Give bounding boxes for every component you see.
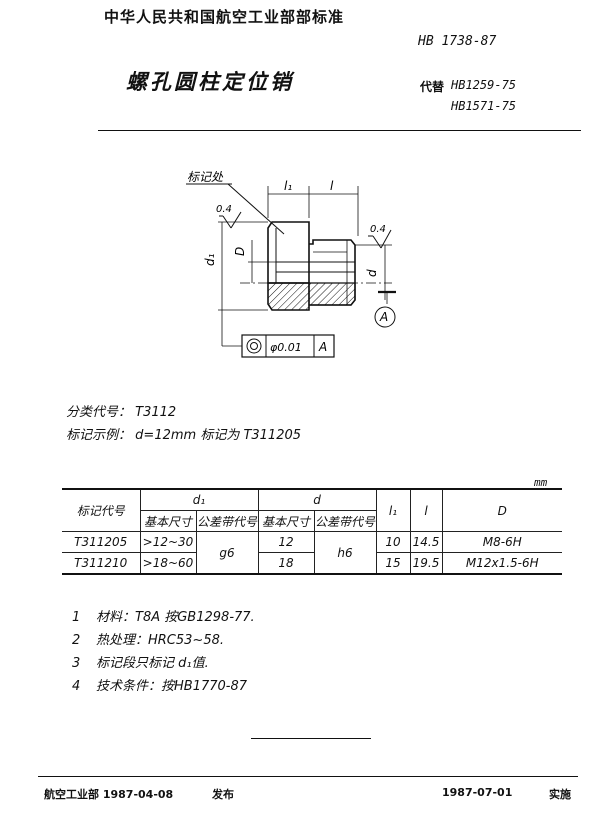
cell-d1-basic: >12~30 <box>139 531 197 553</box>
header-d: d <box>257 489 377 511</box>
dim-l-label: l <box>330 179 334 193</box>
cell-d-basic: 18 <box>257 552 315 574</box>
shank-section <box>308 282 356 306</box>
svg-text:φ0.01: φ0.01 <box>270 341 302 354</box>
dim-d1-label: d₁ <box>203 253 217 266</box>
footer-rule <box>38 776 578 777</box>
effective-date: 1987-07-01 <box>442 786 513 799</box>
replaced-standard: HB1571-75 <box>451 99 517 113</box>
document-title: 螺孔圆柱定位销 <box>126 70 294 94</box>
concentricity-icon <box>246 338 262 354</box>
table-header-row: 标记代号 d₁ d l₁ l D <box>62 489 562 532</box>
callout-label: 标记处 <box>187 170 224 184</box>
header-l: l <box>409 489 443 532</box>
issuing-authority: 中华人民共和国航空工业部部标准 <box>104 8 345 26</box>
svg-text:0.4: 0.4 <box>370 224 386 235</box>
datum-circle <box>374 306 396 328</box>
svg-text:0.4: 0.4 <box>216 204 232 215</box>
cell-l: 14.5 <box>409 531 443 553</box>
header-D: D <box>441 489 562 532</box>
end-rule <box>251 738 371 739</box>
issuer-date: 航空工业部 1987-04-08 <box>44 788 174 801</box>
dimension-table: 标记代号 d₁ d l₁ l D 基本尺寸 公差带代号 基本尺寸 公差带代号 T… <box>62 488 562 575</box>
header-tol-zone: 公差带代号 <box>195 510 259 532</box>
svg-text:A: A <box>318 340 327 354</box>
table-row: T311210 >18~60 18 15 19.5 M12x1.5-6H <box>62 552 562 574</box>
classification-value: T3112 <box>135 405 177 420</box>
table-row: T311205 >12~30 g6 12 h6 10 14.5 M8-6H <box>62 531 562 575</box>
cell-d1-tol: g6 <box>195 531 259 575</box>
replaces-label: 代替 <box>420 80 445 94</box>
effective-label: 实施 <box>549 788 571 801</box>
header-tol-zone: 公差带代号 <box>313 510 376 532</box>
header-d1: d₁ <box>139 489 259 511</box>
cell-l: 19.5 <box>409 552 443 574</box>
pin-drawing: 标记处 l₁ l d₁ D d A 0.4 0.4 <box>186 170 396 358</box>
header-basic-size: 基本尺寸 <box>257 510 315 532</box>
marking-example-line: 标记示例： d=12mm 标记为 T311205 <box>66 428 302 443</box>
tolerance-frame: φ0.01 A <box>241 334 335 358</box>
dim-d-label: d <box>365 269 379 277</box>
cell-D: M8-6H <box>441 531 562 553</box>
cell-d1-basic: >18~60 <box>139 552 197 574</box>
pin-head <box>267 221 310 284</box>
cell-d-tol: h6 <box>313 531 377 575</box>
classification-label: 分类代号 <box>66 405 119 420</box>
roughness-symbol: 0.4 <box>216 204 242 229</box>
issued-label: 发布 <box>212 788 234 801</box>
cell-mark: T311210 <box>62 552 141 574</box>
standard-number: HB 1738-87 <box>418 34 497 49</box>
marking-example-label: 标记示例 <box>66 428 119 443</box>
cell-d-basic: 12 <box>257 531 315 553</box>
classification-line: 分类代号： T3112 <box>66 405 177 420</box>
replaced-standard: HB1259-75 <box>451 78 517 92</box>
header-basic-size: 基本尺寸 <box>140 510 197 532</box>
cell-D: M12x1.5-6H <box>441 552 562 574</box>
cell-l1: 10 <box>375 531 411 553</box>
datum-letter: A <box>379 310 388 324</box>
roughness-symbol: 0.4 <box>368 224 392 249</box>
cell-mark: T311205 <box>62 531 141 553</box>
dim-D-label: D <box>233 247 247 256</box>
header-mark: 标记代号 <box>62 489 141 532</box>
unit-label: mm <box>534 476 548 489</box>
header-rule <box>98 130 581 131</box>
marking-example-value: d=12mm 标记为 T311205 <box>135 428 302 443</box>
table-subheader-row: 基本尺寸 公差带代号 基本尺寸 公差带代号 <box>62 510 562 532</box>
dim-l1-label: l₁ <box>284 179 292 193</box>
head-section <box>267 282 310 311</box>
callout-leader <box>227 183 285 235</box>
cell-l1: 15 <box>375 552 411 574</box>
header-l1: l₁ <box>375 489 411 532</box>
